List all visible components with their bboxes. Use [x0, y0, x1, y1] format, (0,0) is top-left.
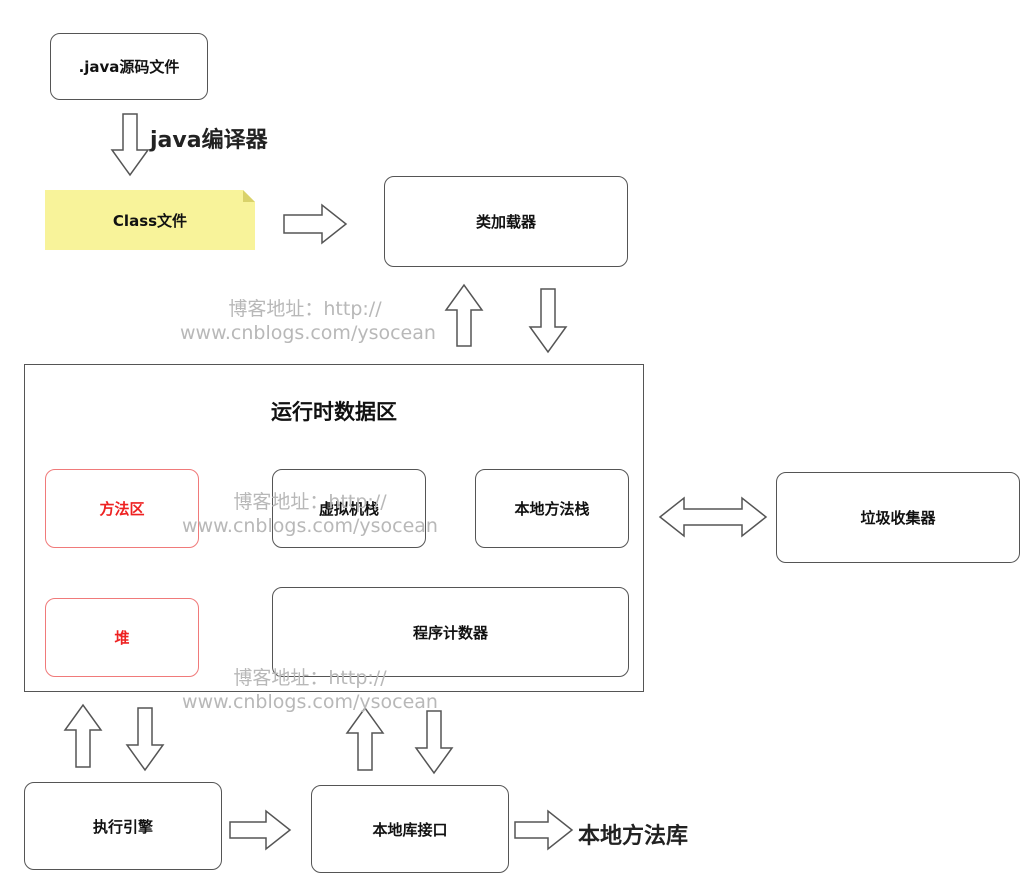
- runtime-data-area: [24, 364, 644, 692]
- native-library-label: 本地方法库: [578, 824, 689, 849]
- interface-down-arrow: [414, 710, 454, 775]
- heap-node: 堆: [45, 598, 199, 677]
- native-method-stack-node: 本地方法栈: [475, 469, 629, 548]
- gc-double-arrow: [658, 496, 768, 538]
- garbage-collector-node: 垃圾收集器: [776, 472, 1020, 563]
- vm-stack-node: 虚拟机栈: [272, 469, 426, 548]
- runtime-data-area-title: 运行时数据区: [271, 400, 397, 424]
- engine-to-interface-arrow: [229, 809, 292, 851]
- native-interface-node: 本地库接口: [311, 785, 509, 873]
- program-counter-node: 程序计数器: [272, 587, 629, 677]
- java-compiler-label: java编译器: [150, 128, 268, 153]
- java-source-file-node: .java源码文件: [50, 33, 208, 100]
- note-fold-corner: [243, 190, 255, 202]
- interface-to-library-arrow: [514, 809, 574, 851]
- engine-up-arrow: [63, 703, 103, 768]
- loader-up-arrow: [444, 283, 484, 347]
- execution-engine-node: 执行引擎: [24, 782, 222, 870]
- compile-arrow: [110, 113, 150, 177]
- interface-up-arrow: [345, 706, 385, 771]
- load-arrow: [283, 203, 348, 245]
- class-loader-node: 类加载器: [384, 176, 628, 267]
- class-file-note: Class文件: [45, 190, 255, 250]
- method-area-node: 方法区: [45, 469, 199, 548]
- engine-down-arrow: [125, 707, 165, 772]
- loader-down-arrow: [528, 288, 568, 354]
